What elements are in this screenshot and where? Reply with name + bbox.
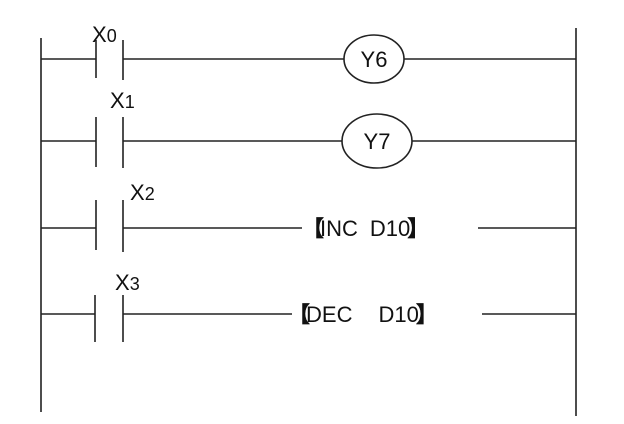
coil-label-y7: Y7 — [364, 129, 391, 154]
contact-label-x3: X3 — [115, 270, 140, 295]
contact-label-x1: X1 — [110, 88, 135, 113]
coil-label-y6: Y6 — [361, 47, 388, 72]
rung-0: X0 Y6 — [41, 22, 576, 84]
contact-label-x0: X0 — [92, 22, 117, 47]
contact-label-x2: X2 — [130, 180, 155, 205]
rung-1: X1 Y7 — [41, 88, 576, 169]
